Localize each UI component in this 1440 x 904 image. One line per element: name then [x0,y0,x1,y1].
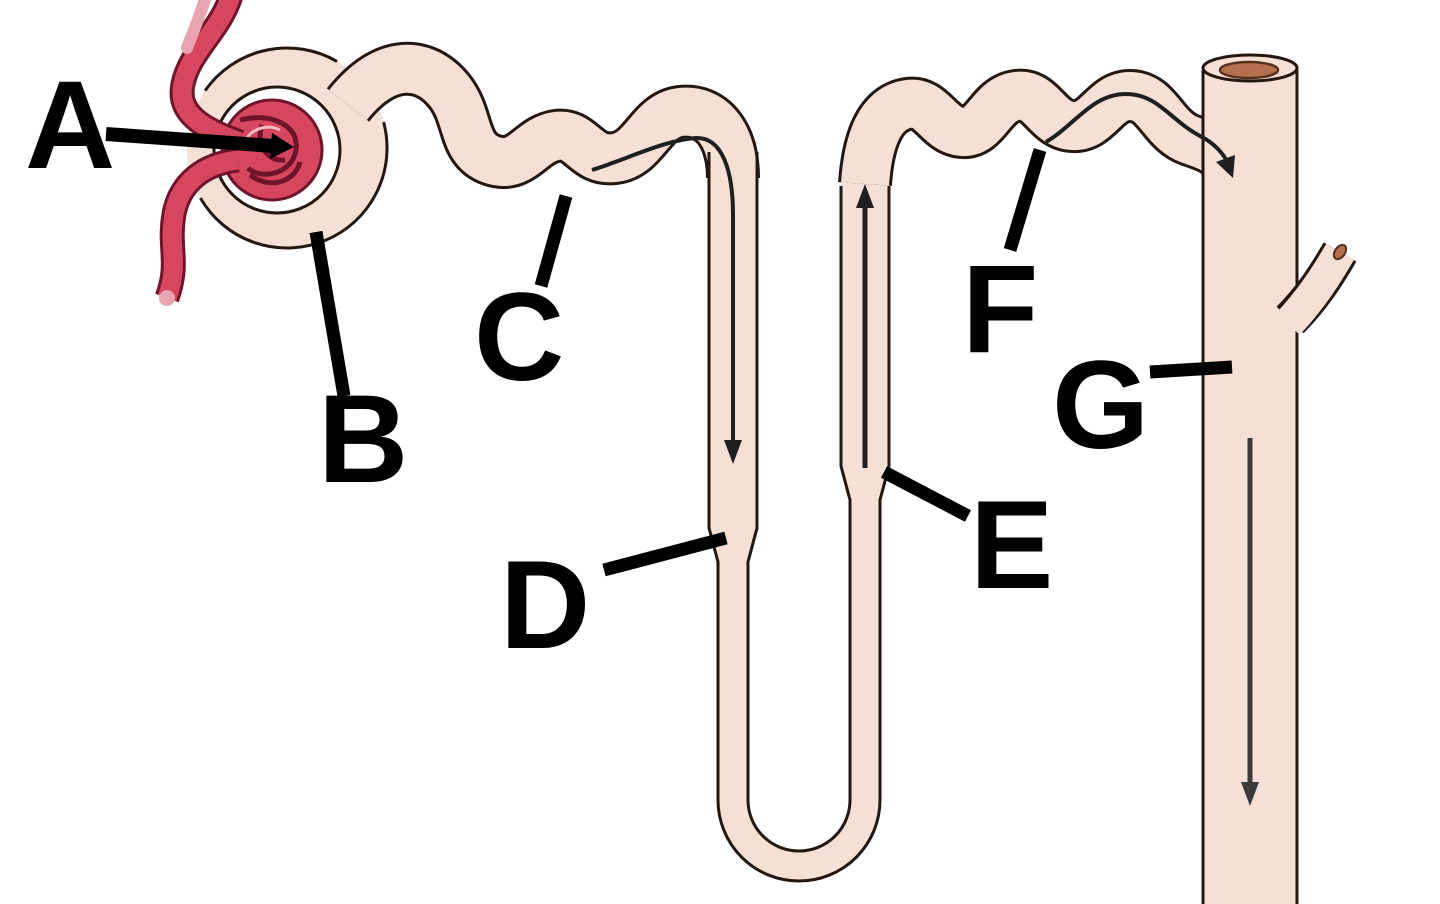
leader-e [880,466,972,522]
leader-c [534,194,573,288]
arrowhead-up-icon [856,184,874,208]
label-b: B [318,370,408,509]
leader-a [105,127,294,159]
flow-arrow-into-duct [1044,91,1235,178]
flow-arrow-duct [1241,438,1259,806]
collecting-duct-lumen [1218,60,1280,80]
bowmans-capsule-outline [199,46,389,250]
collecting-duct-branch [1276,242,1357,335]
collecting-duct [1201,53,1357,904]
leader-f [1003,148,1047,252]
arrowhead-down-icon [724,440,742,464]
label-d: D [500,536,590,675]
labels: A B C D E F G [25,56,1149,675]
leader-d [602,531,728,577]
arterioles [155,0,245,306]
leader-b [309,230,351,398]
flow-arrow-descending [591,135,742,464]
flow-arrow-ascending [856,184,874,468]
distal-convoluted-tubule [838,68,1249,187]
label-g: G [1052,336,1149,475]
proximal-convoluted-tubule [326,41,760,189]
leader-a-arrowhead-icon [270,133,294,159]
label-f: F [962,240,1038,379]
label-c: C [474,268,564,407]
vessel-highlight [181,0,212,54]
leader-g [1149,360,1233,379]
label-a: A [25,56,115,195]
arrowhead-down-right-icon [1216,155,1235,178]
loop-of-henle-outline [707,152,891,883]
leader-lines [105,127,1233,577]
vessel-tip-highlight [159,290,175,306]
loop-of-henle [709,140,889,881]
branch-lumen [1332,243,1348,261]
label-e: E [970,476,1053,615]
arrowhead-down-icon [1241,782,1259,806]
